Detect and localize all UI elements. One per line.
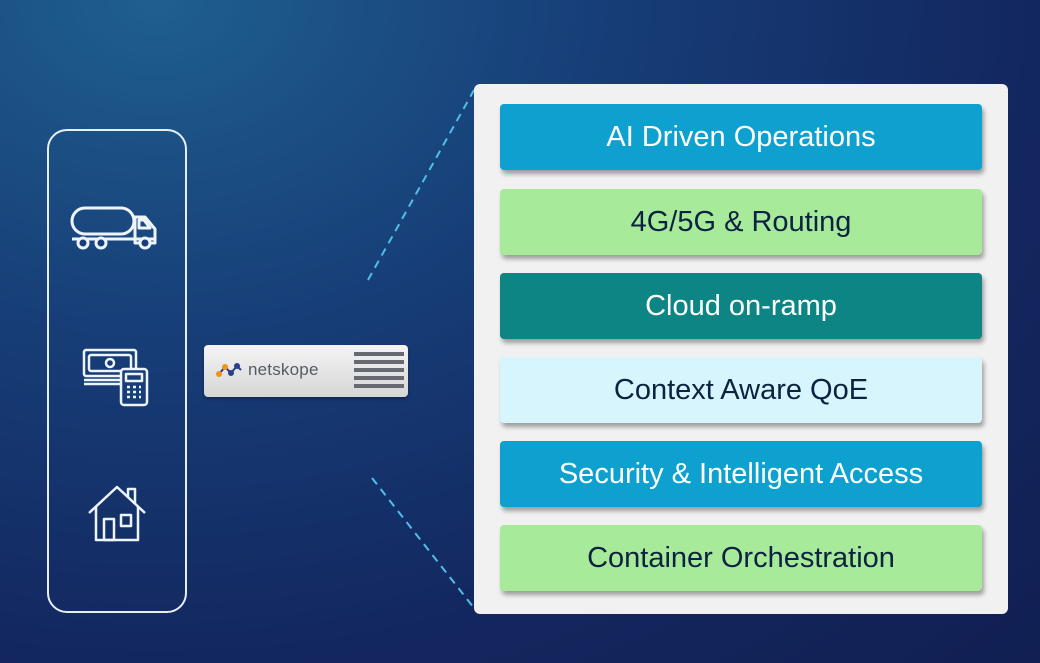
layer-context-aware-qoe: Context Aware QoE bbox=[500, 357, 982, 423]
netskope-logo-icon bbox=[216, 363, 242, 377]
layer-container-orchestration: Container Orchestration bbox=[500, 525, 982, 591]
layer-4g-5g-routing: 4G/5G & Routing bbox=[500, 189, 982, 255]
netskope-appliance: netskope bbox=[204, 345, 408, 397]
layer-security-intelligent-access: Security & Intelligent Access bbox=[500, 441, 982, 507]
layer-cloud-on-ramp: Cloud on-ramp bbox=[500, 273, 982, 339]
device-panel bbox=[47, 129, 187, 613]
netskope-logo-text: netskope bbox=[248, 360, 319, 379]
appliance-vents bbox=[354, 352, 404, 392]
truck-icon bbox=[49, 205, 185, 251]
cash-calculator-icon bbox=[49, 347, 185, 409]
house-icon bbox=[49, 483, 185, 543]
layer-ai-driven-operations: AI Driven Operations bbox=[500, 104, 982, 170]
capability-stack: AI Driven Operations 4G/5G & Routing Clo… bbox=[474, 84, 1008, 614]
netskope-logo: netskope bbox=[216, 360, 319, 380]
